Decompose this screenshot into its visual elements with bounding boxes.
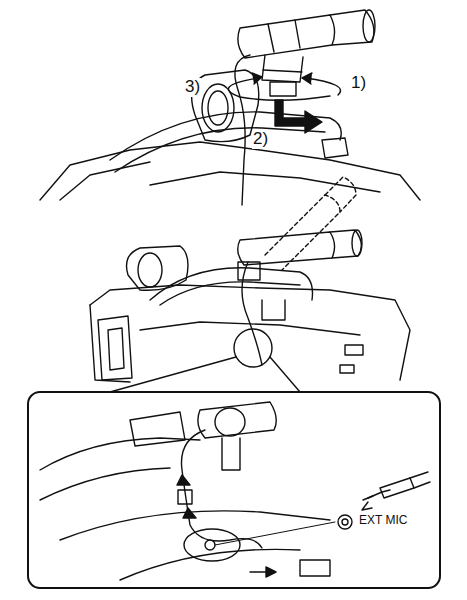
middle-view	[90, 177, 410, 392]
callout-number: 2)	[252, 130, 269, 149]
detail-view	[28, 392, 440, 588]
callout-number: 3)	[184, 78, 201, 97]
jack-label: EXT MIC	[358, 514, 408, 527]
callout-number: 1)	[350, 74, 367, 93]
top-view	[40, 10, 420, 205]
